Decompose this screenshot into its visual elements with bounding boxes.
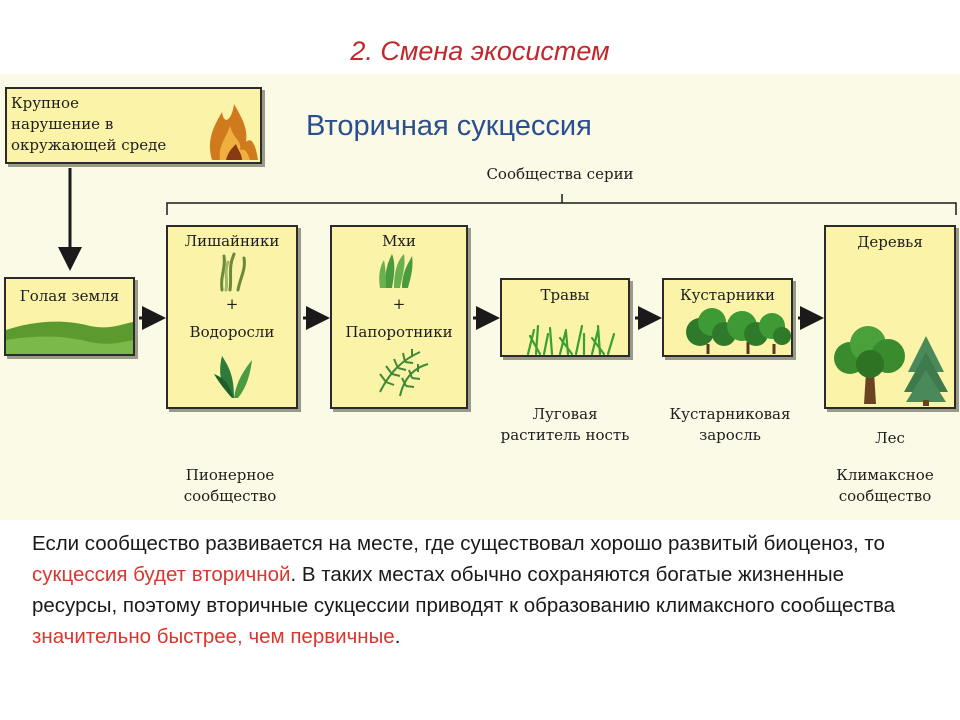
- stage-label-algae: Водоросли: [189, 323, 275, 341]
- stage-label-trees: Деревья: [857, 233, 923, 251]
- slide-title: 2. Смена экосистем: [350, 36, 610, 66]
- fire-icon: [209, 104, 258, 160]
- moss-icon: [379, 254, 413, 288]
- body-text-part-2: . В таких местах обычно сохраняются бога…: [32, 563, 896, 617]
- series-label: Сообщества серии: [486, 165, 634, 183]
- diagram-heading: Вторичная сукцессия: [306, 110, 592, 142]
- stage-label-ferns: Папоротники: [345, 323, 453, 341]
- stage-label-mosses: Мхи: [382, 232, 416, 250]
- stage-label-grasses: Травы: [540, 286, 590, 304]
- algae-icon: [214, 356, 252, 398]
- caption-forest: Лес: [875, 429, 905, 447]
- bare-ground-label: Голая земля: [19, 287, 120, 305]
- ground-icon: [6, 321, 133, 354]
- stage-box-grasses: Травы: [500, 278, 630, 357]
- caption-pioneer: Пионерное сообщество: [183, 466, 277, 505]
- disturbance-label: Крупное нарушение в окружающей среде: [11, 94, 167, 154]
- stage-plus: +: [392, 295, 406, 313]
- body-paragraph: Если сообщество развивается на месте, гд…: [32, 528, 932, 652]
- series-bracket: [166, 194, 957, 215]
- stage-label-lichens: Лишайники: [184, 232, 280, 250]
- caption-shrub: Кустарниковая заросль: [669, 405, 791, 444]
- stage-label-shrubs: Кустарники: [679, 286, 776, 304]
- caption-climax: Климаксное сообщество: [836, 466, 934, 505]
- highlight-secondary-succession: сукцессия будет вторичной: [32, 563, 291, 586]
- tree-icon: [834, 326, 905, 404]
- body-text-part-1: Если сообщество развивается на месте, гд…: [32, 532, 885, 555]
- stage-box-mosses: Мхи + Папоротники: [330, 225, 468, 409]
- fern-icon: [379, 349, 429, 397]
- grass-icon: [526, 324, 616, 356]
- conifer-icon: [904, 336, 948, 406]
- lichen-icon: [220, 252, 246, 292]
- shrub-icon: [686, 308, 791, 354]
- highlight-faster: значительно быстрее, чем первичные: [32, 625, 395, 648]
- caption-meadow: Луговая раститель ность: [500, 405, 630, 444]
- stage-plus: +: [225, 295, 239, 313]
- body-text-part-3: .: [394, 625, 401, 648]
